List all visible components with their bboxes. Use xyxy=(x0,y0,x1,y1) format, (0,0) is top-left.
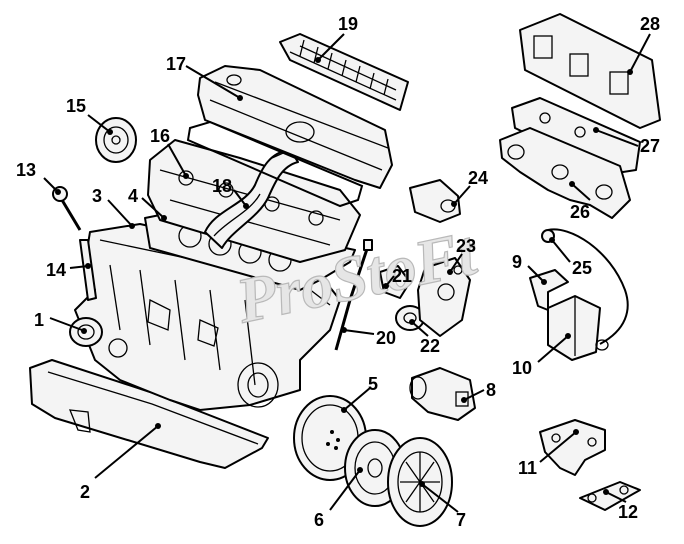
callout-2: 2 xyxy=(80,482,90,502)
callout-24: 24 xyxy=(468,168,488,188)
callout-16: 16 xyxy=(150,126,170,146)
callout-19: 19 xyxy=(338,14,358,34)
dipstick xyxy=(334,239,373,351)
callout-22: 22 xyxy=(420,336,440,356)
manifold-gasket xyxy=(511,97,641,175)
callout-13: 13 xyxy=(16,160,36,180)
valve-cover-gasket xyxy=(186,120,364,208)
callout-14: 14 xyxy=(46,260,66,280)
callout-8: 8 xyxy=(486,380,496,400)
callout-26: 26 xyxy=(570,202,590,222)
callout-12: 12 xyxy=(618,502,638,522)
ignition-module xyxy=(547,295,609,361)
mount-link xyxy=(579,481,641,511)
air-filter-element xyxy=(279,33,409,111)
valve-cover xyxy=(197,65,393,189)
oil-pan xyxy=(29,359,269,469)
heat-shield xyxy=(519,13,661,129)
exhaust-manifold xyxy=(499,127,631,219)
callout-21: 21 xyxy=(392,266,412,286)
idle-control-valve xyxy=(409,179,461,223)
starter-motor xyxy=(409,367,476,421)
callout-labels: 1 2 3 4 5 6 7 8 9 10 11 12 13 14 15 16 1… xyxy=(16,14,660,530)
callout-18: 18 xyxy=(212,176,232,196)
callout-5: 5 xyxy=(368,374,378,394)
callout-3: 3 xyxy=(92,186,102,206)
callout-15: 15 xyxy=(66,96,86,116)
callout-28: 28 xyxy=(640,14,660,34)
breather-tube xyxy=(79,239,97,301)
callout-11: 11 xyxy=(518,458,537,478)
leader-lines xyxy=(43,33,651,513)
callout-6: 6 xyxy=(314,510,324,530)
mounting-bracket xyxy=(529,269,569,311)
thermostat-housing xyxy=(379,265,411,299)
callout-27: 27 xyxy=(640,136,660,156)
callout-17: 17 xyxy=(166,54,186,74)
callout-7: 7 xyxy=(456,510,466,530)
engine-mount xyxy=(539,419,606,476)
callout-1: 1 xyxy=(34,310,44,330)
callout-9: 9 xyxy=(512,252,522,272)
callout-10: 10 xyxy=(512,358,532,378)
callout-4: 4 xyxy=(128,186,138,206)
callout-25: 25 xyxy=(572,258,592,278)
callout-23: 23 xyxy=(456,236,476,256)
callout-20: 20 xyxy=(376,328,396,348)
